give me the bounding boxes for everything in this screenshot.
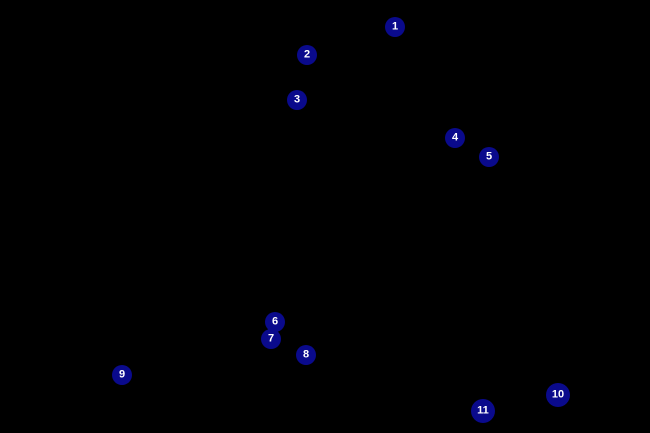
marker-label: 8: [302, 348, 310, 360]
marker-label: 11: [477, 404, 489, 416]
marker-5[interactable]: 5: [479, 147, 499, 167]
marker-11[interactable]: 11: [471, 399, 495, 423]
marker-2[interactable]: 2: [297, 45, 317, 65]
marker-label: 7: [267, 332, 275, 344]
marker-1[interactable]: 1: [385, 17, 405, 37]
marker-10[interactable]: 10: [546, 383, 570, 407]
marker-4[interactable]: 4: [445, 128, 465, 148]
marker-label: 9: [118, 368, 126, 380]
marker-label: 3: [293, 93, 301, 105]
marker-9[interactable]: 9: [112, 365, 132, 385]
marker-label: 4: [451, 131, 459, 143]
marker-label: 6: [271, 315, 279, 327]
marker-7[interactable]: 7: [261, 329, 281, 349]
marker-label: 5: [485, 150, 493, 162]
marker-3[interactable]: 3: [287, 90, 307, 110]
marker-8[interactable]: 8: [296, 345, 316, 365]
marker-6[interactable]: 6: [265, 312, 285, 332]
marker-label: 1: [391, 20, 399, 32]
marker-label: 2: [303, 48, 311, 60]
marker-label: 10: [551, 388, 565, 400]
